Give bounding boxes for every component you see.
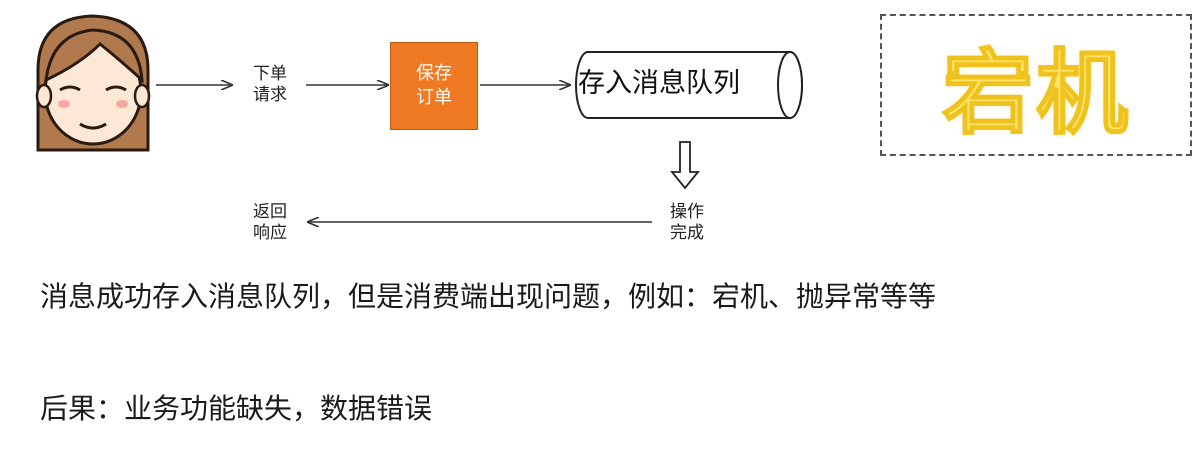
label-operation-done: 操作 完成 [670,202,704,243]
description-line: 消息成功存入消息队列，但是消费端出现问题，例如：宕机、抛异常等等 [40,280,937,313]
label-return-response: 返回 响应 [253,202,287,243]
label-order-request: 下单 请求 [253,64,287,105]
queue-label: 存入消息队列 [578,68,740,99]
crash-callout: 宕机 [880,14,1192,156]
crash-label: 宕机 [941,39,1130,148]
down-arrow-icon [670,141,700,190]
save-order-box: 保存 订单 [390,42,478,130]
consequence-line: 后果：业务功能缺失，数据错误 [40,392,433,425]
message-queue-cylinder [575,51,803,119]
user-face-icon [35,14,151,152]
